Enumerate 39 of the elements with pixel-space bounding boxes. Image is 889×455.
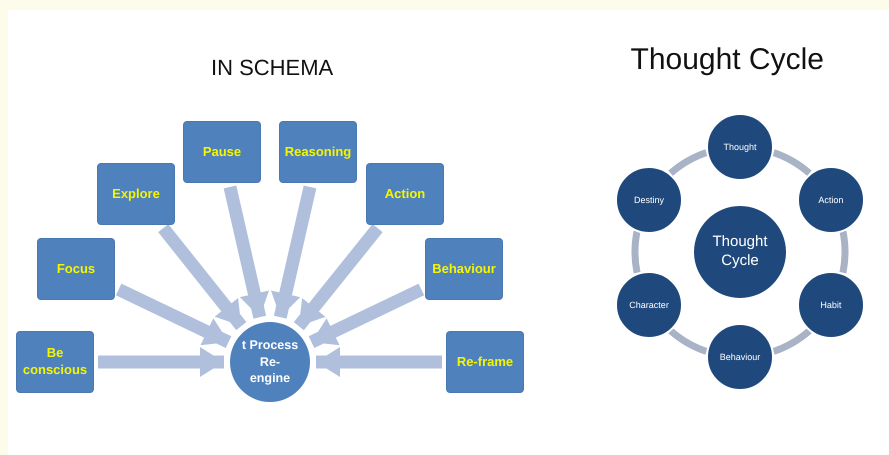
process-box <box>37 238 115 300</box>
node-label: t Process Re- engine <box>240 336 300 388</box>
process-box <box>183 121 261 183</box>
arrow <box>98 347 224 377</box>
connector-line <box>632 230 641 274</box>
arrow <box>316 347 442 377</box>
node-label: Be conscious <box>22 345 88 379</box>
node-label: Behaviour <box>432 260 496 278</box>
node-label: Action <box>818 194 844 204</box>
node-label: Behaviour <box>720 352 760 362</box>
node-label: Destiny <box>634 194 664 204</box>
arrow <box>158 224 246 330</box>
node-label: Habit <box>820 300 842 310</box>
node-label: Character <box>629 300 669 310</box>
node-label: Explore <box>112 186 160 202</box>
process-box <box>366 163 444 225</box>
node-label: Pause <box>202 144 242 160</box>
arrow <box>270 185 316 319</box>
arrow <box>116 284 232 348</box>
connector-line <box>772 149 812 176</box>
panel-heading: IN SCHEMA <box>211 55 334 81</box>
node-label: Thought Cycle <box>711 233 769 271</box>
node-label: Thought <box>723 142 757 152</box>
node-label: Re-frame <box>456 354 514 370</box>
panel-heading: Thought Cycle <box>630 43 824 77</box>
connector-line <box>772 328 812 355</box>
connector-line <box>839 230 848 274</box>
connector-line <box>668 328 708 355</box>
process-box <box>446 331 524 393</box>
process-box <box>97 163 175 225</box>
arrow <box>224 185 270 319</box>
process-box <box>279 121 357 183</box>
node-label: Focus <box>56 260 96 278</box>
node-label: Action <box>384 186 426 202</box>
node-label: Reasoning <box>284 144 352 160</box>
arrow <box>294 224 383 330</box>
connector-line <box>668 149 708 176</box>
process-box <box>425 238 503 300</box>
process-box <box>16 331 94 393</box>
